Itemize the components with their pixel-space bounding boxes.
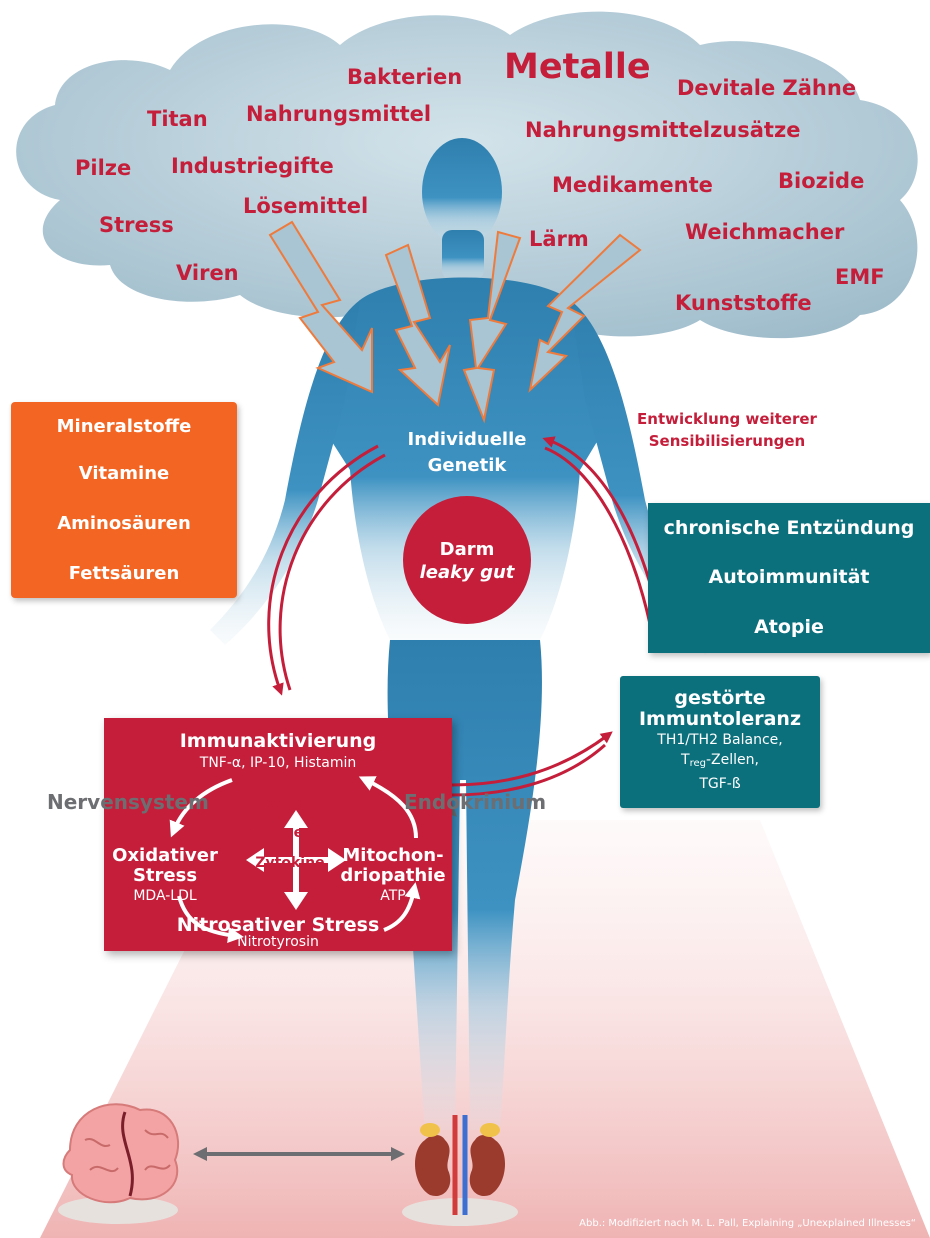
messenger-item: Hormone xyxy=(254,795,326,811)
four-way-arrow-icon xyxy=(246,810,346,910)
word-devitale-zaehne: Devitale Zähne xyxy=(677,76,857,100)
tolerance-line-3: TGF-ß xyxy=(699,776,741,792)
treg-rest: -Zellen, xyxy=(705,752,759,768)
brain-icon xyxy=(58,1103,180,1224)
word-pilze: Pilze xyxy=(75,156,132,180)
word-emf: EMF xyxy=(835,265,885,289)
oxid-title-1: Oxidativer xyxy=(112,845,218,866)
lightning-bolts xyxy=(268,220,642,424)
word-industriegifte: Industriegifte xyxy=(171,154,334,178)
word-nahrungsmittel: Nahrungsmittel xyxy=(246,102,432,126)
oxid-label: Oxidativer Stress MDA-LDL xyxy=(110,846,220,906)
word-metalle: Metalle xyxy=(504,47,651,87)
tolerance-line-2: Treg-Zellen, xyxy=(620,750,820,774)
word-stress: Stress xyxy=(99,213,174,237)
sensitization-line-1: Entwicklung weiterer xyxy=(637,410,817,428)
word-medikamente: Medikamente xyxy=(552,173,713,197)
mito-sub: ATP xyxy=(380,888,406,904)
messengers-list: Hormone Neuropeptide Zytokine xyxy=(220,788,360,878)
tolerance-line-1: TH1/TH2 Balance, xyxy=(657,732,783,748)
tolerance-box: gestörte Immuntoleranz TH1/TH2 Balance, … xyxy=(620,676,820,808)
caption: Abb.: Modifiziert nach M. L. Pall, Expla… xyxy=(579,1218,916,1229)
gut-label: Darm leaky gut xyxy=(403,538,531,584)
conditions-box: chronische Entzündung Autoimmunität Atop… xyxy=(648,503,930,653)
nutrient-item: Vitamine xyxy=(78,463,170,484)
word-bakterien: Bakterien xyxy=(347,65,463,89)
word-weichmacher: Weichmacher xyxy=(685,220,845,244)
gut-title: Darm xyxy=(439,539,495,560)
sensitization-line-2: Sensibilisierungen xyxy=(648,432,806,450)
tolerance-title-1: gestörte xyxy=(674,687,766,709)
red-arrows xyxy=(267,436,667,797)
treg-t: T xyxy=(681,752,690,768)
nutrient-item: Fettsäuren xyxy=(68,563,180,584)
nutrients-box: Mineralstoffe Vitamine Aminosäuren Fetts… xyxy=(11,402,237,598)
tolerance-title-2: Immuntoleranz xyxy=(638,708,802,730)
word-titan: Titan xyxy=(147,107,208,131)
word-laerm: Lärm xyxy=(529,227,589,251)
condition-item: chronische Entzündung xyxy=(663,517,915,539)
condition-item: Atopie xyxy=(754,616,824,638)
genetics-line-2: Genetik xyxy=(427,455,507,476)
mito-label: Mitochon- driopathie ATP xyxy=(338,846,448,906)
gut-subtitle: leaky gut xyxy=(419,562,515,583)
nutrient-item: Mineralstoffe xyxy=(56,416,192,437)
immun-sub: TNF-α, IP-10, Histamin xyxy=(199,755,357,771)
treg-sub: reg xyxy=(689,758,706,769)
word-loesemittel: Lösemittel xyxy=(243,194,369,218)
immune-cycle-box: Immunaktivierung TNF-α, IP-10, Histamin … xyxy=(104,718,452,951)
endokrinium-label: Endokrinium xyxy=(404,790,547,814)
immun-title: Immunaktivierung xyxy=(179,730,377,752)
oxid-title-2: Stress xyxy=(132,865,198,886)
sensitization-label: Entwicklung weiterer Sensibilisierungen xyxy=(612,408,842,452)
nitro-sub: Nitrotyrosin xyxy=(237,934,319,950)
messenger-item: Zytokine xyxy=(255,855,325,871)
word-viren: Viren xyxy=(176,261,239,285)
oxid-sub: MDA-LDL xyxy=(133,888,197,904)
genetics-label: Individuelle Genetik xyxy=(392,427,542,479)
word-biozide: Biozide xyxy=(778,169,865,193)
mito-title-2: driopathie xyxy=(340,865,446,886)
word-nahrungsmittelzusaetze: Nahrungsmittelzusätze xyxy=(525,118,801,142)
nutrient-item: Aminosäuren xyxy=(57,513,191,534)
nervensystem-label: Nervensystem xyxy=(47,790,209,814)
genetics-line-1: Individuelle xyxy=(407,429,527,450)
cycle-arrows xyxy=(169,776,421,943)
kidneys-icon xyxy=(402,1115,518,1226)
mito-title-1: Mitochon- xyxy=(342,845,444,866)
word-kunststoffe: Kunststoffe xyxy=(675,291,812,315)
nitro-title: Nitrosativer Stress xyxy=(176,914,380,936)
gut-circle xyxy=(403,496,531,624)
messenger-item: Neuropeptide xyxy=(235,825,345,841)
condition-item: Autoimmunität xyxy=(708,566,870,588)
